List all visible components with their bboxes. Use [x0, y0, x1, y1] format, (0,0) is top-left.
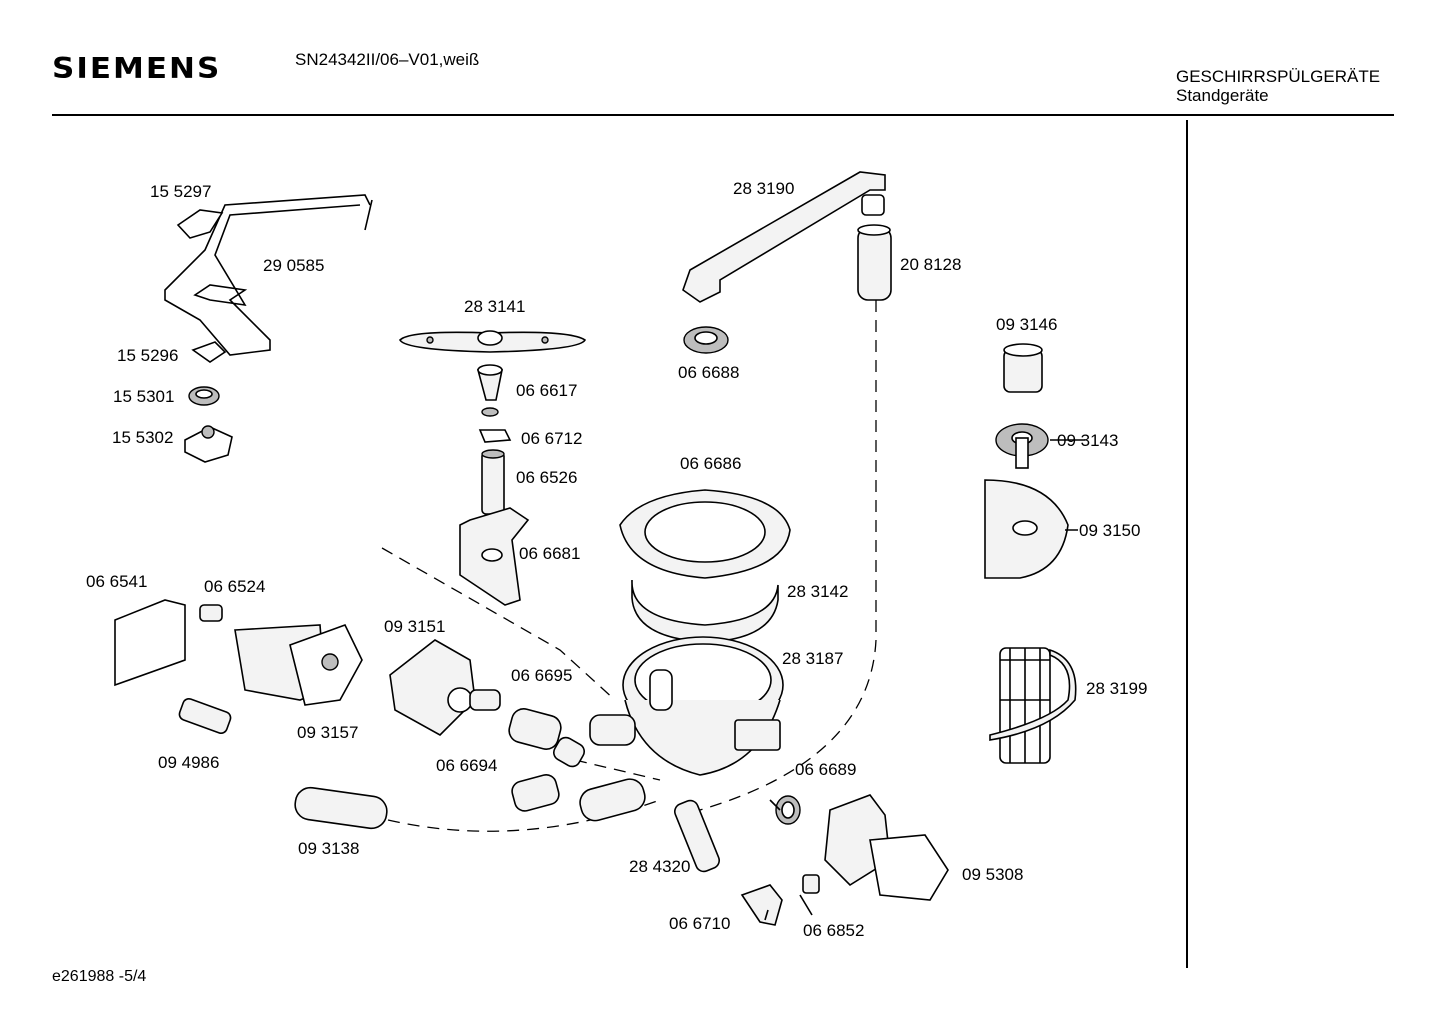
- part-label: 09 3157: [297, 723, 358, 742]
- part-label: 06 6688: [678, 363, 739, 382]
- model-number: SN24342II/06–V01,weiß: [295, 50, 480, 69]
- clip-066852-drawing: [802, 874, 820, 894]
- part-label: 06 6541: [86, 572, 147, 591]
- plug-066524-drawing: [199, 604, 223, 622]
- part-label: 09 3151: [384, 617, 445, 636]
- part-label: 09 4986: [158, 753, 219, 772]
- appliance-category: GESCHIRRSPÜLGERÄTE Standgeräte: [1176, 67, 1380, 105]
- spray-arm-283141-drawing: [399, 330, 587, 353]
- part-label: 06 6710: [669, 914, 730, 933]
- hose-093138-drawing: [294, 786, 388, 830]
- part-label: 06 6695: [511, 666, 572, 685]
- part-label: 06 6686: [680, 454, 741, 473]
- part-label: 06 6681: [519, 544, 580, 563]
- part-label: 20 8128: [900, 255, 961, 274]
- part-label: 28 3199: [1086, 679, 1147, 698]
- part-label: 28 3187: [782, 649, 843, 668]
- bracket-066541-drawing: [114, 599, 186, 687]
- capacitor-094986-drawing: [178, 698, 232, 734]
- part-label: 06 6524: [204, 577, 265, 596]
- part-label: 06 6526: [516, 468, 577, 487]
- document-id: e261988 -5/4: [52, 968, 147, 985]
- part-label: 06 6694: [436, 756, 497, 775]
- part-label: 28 3190: [733, 179, 794, 198]
- part-label: 09 3143: [1057, 431, 1118, 450]
- valve-095308-drawing: [824, 794, 949, 901]
- clamp-066710-drawing: [740, 884, 783, 926]
- bearing-066617-drawing: [476, 364, 503, 417]
- part-label: 15 5302: [112, 428, 173, 447]
- pipe-284320-drawing: [674, 799, 720, 873]
- part-label: 15 5296: [117, 346, 178, 365]
- category-subtitle: Standgeräte: [1176, 86, 1269, 105]
- part-label: 06 6712: [521, 429, 582, 448]
- clip-155296-drawing: [191, 341, 227, 363]
- side-divider: [1186, 120, 1188, 968]
- bracket-066681-drawing: [459, 507, 530, 606]
- part-label: 29 0585: [263, 256, 324, 275]
- sump-283187-drawing: [589, 636, 784, 776]
- filter-283199-drawing: [989, 647, 1077, 764]
- part-label: 06 6852: [803, 921, 864, 940]
- hose-066695-drawing: [508, 708, 585, 768]
- leader-lines: [764, 439, 1085, 921]
- seal-093143-drawing: [995, 423, 1049, 469]
- spray-arm-283190-drawing: [682, 171, 886, 303]
- header-divider: [52, 114, 1394, 116]
- ring-283142-drawing: [631, 579, 779, 643]
- cover-093150-drawing: [984, 479, 1069, 579]
- part-label: 15 5301: [113, 387, 174, 406]
- part-label: 28 4320: [629, 857, 690, 876]
- seal-066712-drawing: [478, 429, 512, 443]
- part-label: 15 5297: [150, 182, 211, 201]
- pump-093151-drawing: [389, 639, 501, 736]
- part-label: 28 3142: [787, 582, 848, 601]
- ring-066688-drawing: [683, 326, 729, 354]
- sensor-155302-drawing: [184, 425, 233, 463]
- pipe-066526-drawing: [481, 449, 505, 515]
- part-label: 06 6617: [516, 381, 577, 400]
- nut-ring-066686-drawing: [619, 489, 791, 579]
- sleeve-066694-drawing: [511, 774, 560, 812]
- brand-logo: SIEMENS: [52, 52, 222, 86]
- part-label: 06 6689: [795, 760, 856, 779]
- ring-066689-drawing: [775, 795, 801, 825]
- heater-element-drawing: [164, 194, 373, 356]
- assembly-guide-lines: [381, 300, 877, 832]
- part-label: 09 5308: [962, 865, 1023, 884]
- sleeve-unlabeled-drawing: [579, 778, 646, 822]
- filter-093146-drawing: [1003, 343, 1043, 393]
- part-labels: 15 5297 29 0585 15 5296 15 5301 15 5302 …: [86, 179, 1147, 940]
- seal-155301-drawing: [188, 386, 220, 406]
- clip-155297-drawing: [176, 209, 224, 239]
- motor-093157-drawing: [234, 624, 363, 706]
- part-label: 09 3150: [1079, 521, 1140, 540]
- part-label: 09 3138: [298, 839, 359, 858]
- part-label: 09 3146: [996, 315, 1057, 334]
- part-label: 28 3141: [464, 297, 525, 316]
- category-title: GESCHIRRSPÜLGERÄTE: [1176, 67, 1381, 86]
- tube-208128-drawing: [857, 224, 892, 301]
